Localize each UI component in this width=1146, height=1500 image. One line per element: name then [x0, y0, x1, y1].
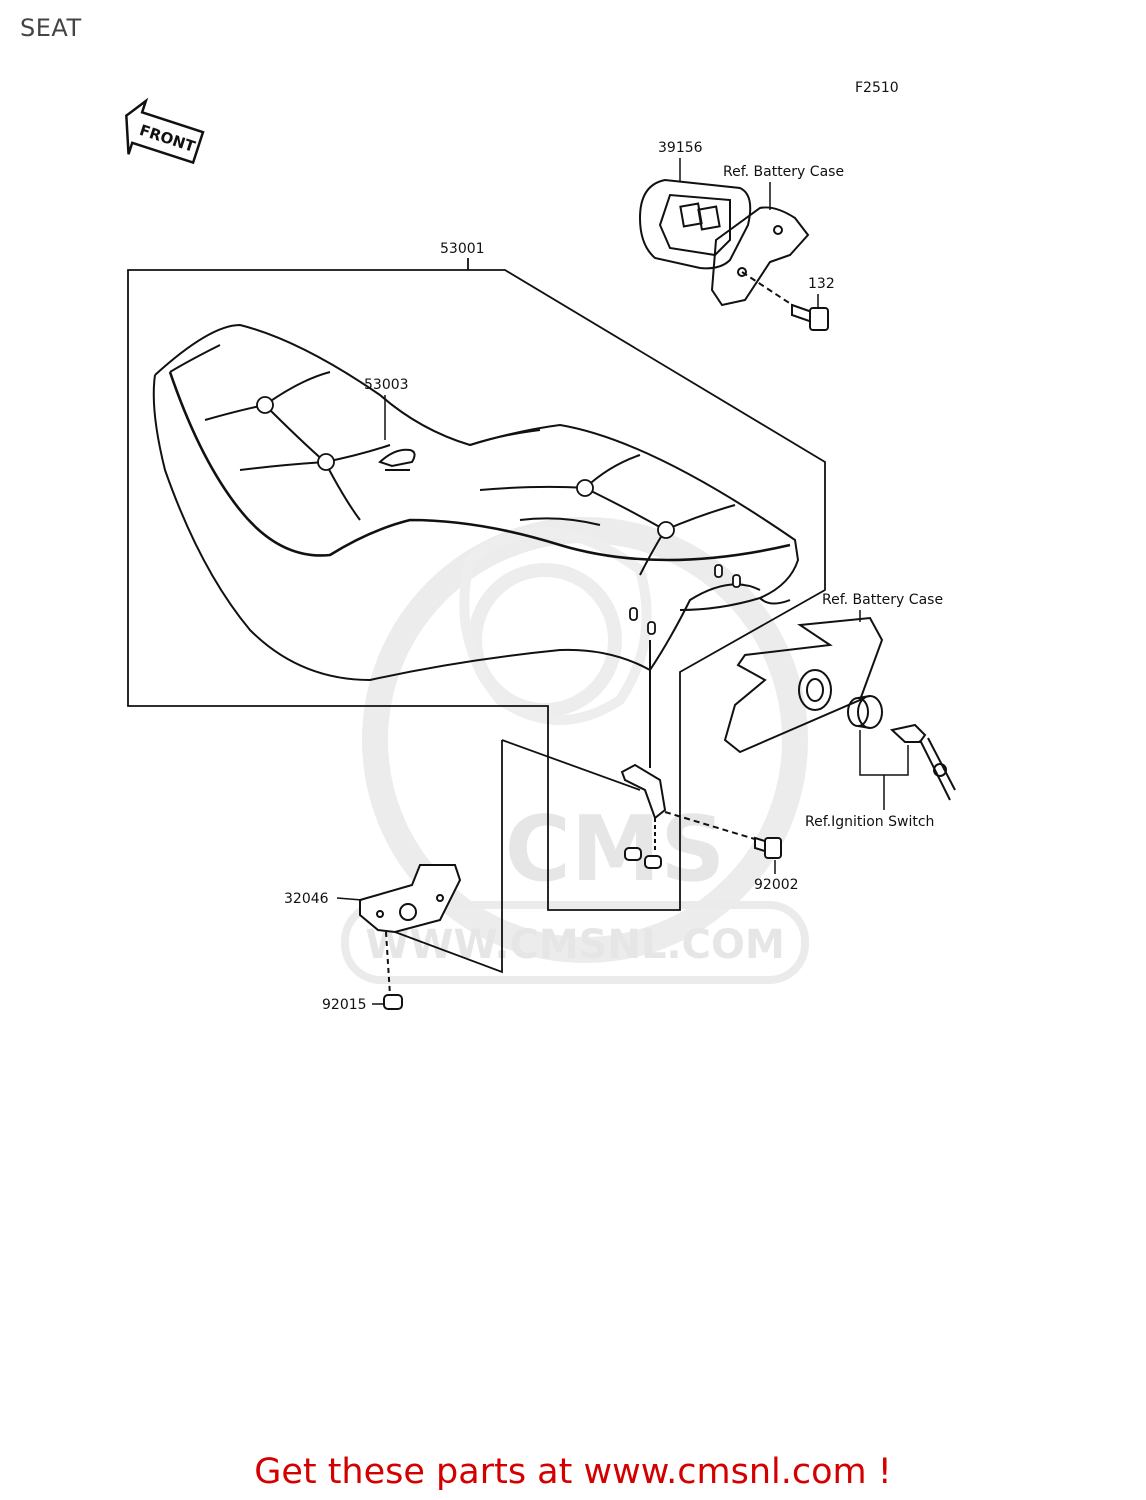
ignition-switch [847, 695, 956, 801]
center-bracket [501, 640, 667, 869]
seat-buttons [256, 396, 741, 635]
ref-code: F2510 [855, 80, 899, 96]
watermark: CMS WWW.CMSNL.COM [341, 517, 809, 984]
page-title: SEAT [20, 14, 82, 42]
buy-parts-link[interactable]: Get these parts at www.cmsnl.com ! [254, 1452, 892, 1492]
part-label-39156: 39156 [658, 140, 703, 156]
ref-battery-case-top: Ref. Battery Case [723, 164, 844, 180]
seat-emblem [378, 448, 416, 471]
assembly-frame [127, 258, 826, 911]
battery-case-lower [723, 616, 884, 754]
cover-39156 [638, 178, 752, 270]
bolt-132 [741, 271, 829, 331]
bracket-32046 [359, 864, 462, 934]
ignition-bracket-line [859, 730, 909, 810]
bolt-92002 [664, 811, 782, 859]
part-label-32046: 32046 [284, 891, 329, 907]
part-label-53003: 53003 [364, 377, 409, 393]
part-label-92015: 92015 [322, 997, 367, 1013]
watermark-url: WWW.CMSNL.COM [365, 922, 785, 968]
ref-battery-case-mid: Ref. Battery Case [822, 592, 943, 608]
bracket-frame-lines [394, 740, 503, 974]
battery-case-plate [710, 206, 810, 307]
watermark-logo: CMS [505, 797, 725, 902]
part-label-92002: 92002 [754, 877, 799, 893]
ref-ignition-switch: Ref.Ignition Switch [805, 814, 934, 830]
nut-92015 [383, 931, 403, 1010]
part-label-132: 132 [808, 276, 835, 292]
front-arrow-icon: FRONT [125, 97, 205, 165]
seat-drawing [152, 323, 800, 682]
part-label-53001: 53001 [440, 241, 485, 257]
